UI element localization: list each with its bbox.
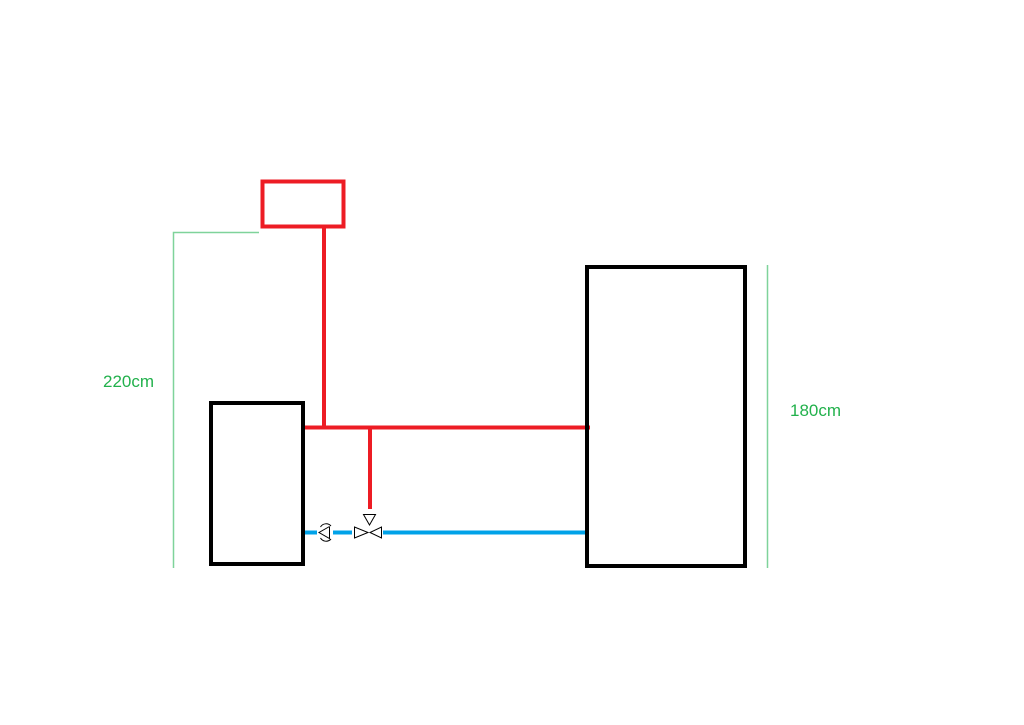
boiler [209, 401, 305, 566]
expansion-tank [260, 179, 346, 229]
dimension-label-180cm: 180cm [790, 401, 842, 420]
dimension-220cm-line [172, 231, 259, 568]
three-way-valve-icon [354, 514, 382, 539]
dimension-label-220cm: 220cm [103, 372, 155, 391]
pump-icon [317, 523, 332, 542]
supply-pipe [305, 228, 590, 509]
storage-tank [585, 265, 747, 568]
